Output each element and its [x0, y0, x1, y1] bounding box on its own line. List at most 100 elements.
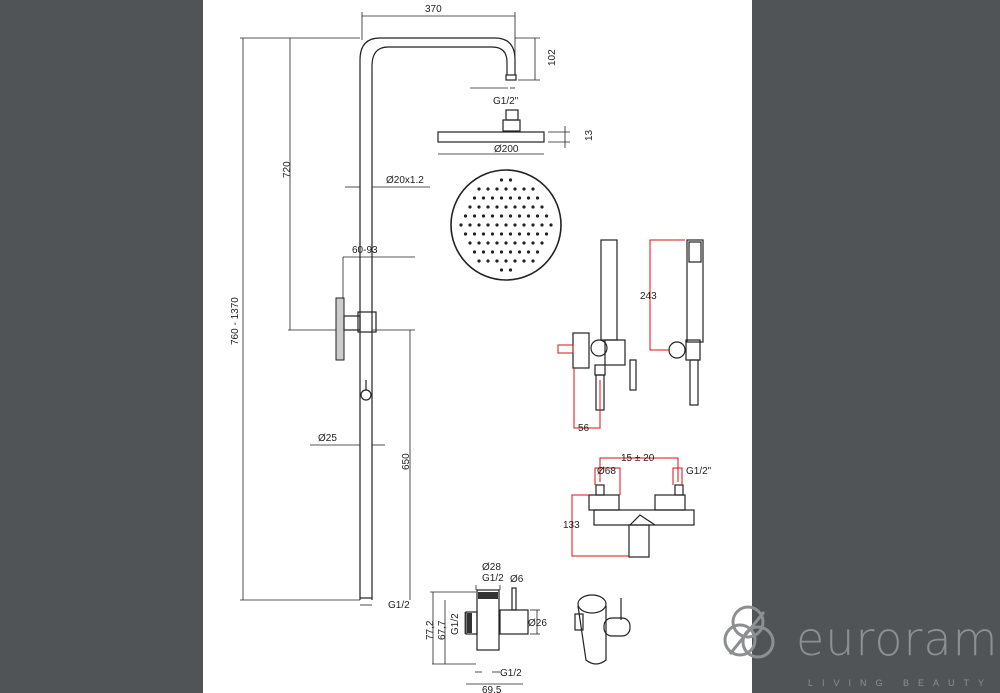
- label-77-2: 77,2: [425, 620, 436, 640]
- nozzle-dot: [499, 178, 504, 182]
- label-head-diameter: Ø200: [494, 144, 519, 155]
- document-page: 370 102 G1/2" 13 Ø200 760 - 1370 720 Ø20…: [203, 0, 752, 693]
- nozzle-dot: [499, 232, 504, 236]
- label-370: 370: [425, 4, 442, 15]
- label-720: 720: [282, 161, 293, 178]
- nozzle-dot: [499, 250, 504, 254]
- dim-arm-width: 370: [361, 4, 516, 75]
- label-div-bottom-thread: G1/2: [500, 668, 522, 679]
- nozzle-dot: [526, 214, 531, 218]
- nozzle-dot: [463, 232, 468, 236]
- shower-head-side: [437, 109, 570, 155]
- nozzle-dot: [540, 241, 544, 245]
- nozzle-dot: [513, 259, 517, 263]
- nozzle-dot: [517, 196, 522, 200]
- nozzle-dot: [495, 259, 499, 263]
- thermostatic-mixer: [588, 484, 695, 558]
- nozzle-dot: [513, 223, 517, 227]
- nozzle-dot: [522, 187, 526, 191]
- nozzle-dot: [531, 187, 535, 191]
- nozzle-dot: [472, 214, 477, 218]
- nozzle-dot: [495, 241, 499, 245]
- nozzle-dot: [499, 196, 504, 200]
- nozzle-dot: [477, 241, 481, 245]
- label-102: 102: [547, 49, 558, 66]
- nozzle-dot: [522, 241, 526, 245]
- nozzle-dot: [472, 250, 477, 254]
- label-lower-pipe: Ø25: [318, 433, 337, 444]
- nozzle-dot: [508, 250, 513, 254]
- nozzle-dot: [486, 259, 490, 263]
- nozzle-dot: [522, 205, 526, 209]
- hand-shower-side: [557, 239, 637, 411]
- nozzle-dot: [544, 214, 549, 218]
- nozzle-dot: [522, 223, 526, 227]
- nozzle-dot: [463, 214, 468, 218]
- nozzle-dot: [459, 223, 463, 227]
- label-69-5: 69,5: [482, 685, 502, 693]
- nozzle-dot: [504, 241, 508, 245]
- label-div-top-thread: G1/2: [482, 573, 504, 584]
- nozzle-dot: [517, 250, 522, 254]
- nozzle-dot: [477, 205, 481, 209]
- nozzle-dot: [495, 223, 499, 227]
- nozzle-dot: [481, 232, 486, 236]
- nozzle-dot: [508, 268, 513, 272]
- nozzle-dot: [526, 250, 531, 254]
- label-133: 133: [563, 520, 580, 531]
- label-spacing: 15 ± 20: [621, 453, 655, 464]
- label-650: 650: [401, 453, 412, 470]
- nozzle-dot: [468, 205, 472, 209]
- nozzle-dot: [486, 205, 490, 209]
- nozzle-dot: [531, 205, 535, 209]
- nozzle-dot: [526, 196, 531, 200]
- label-28: Ø28: [482, 562, 501, 573]
- shower-head-top-view: [450, 169, 562, 281]
- label-243: 243: [640, 291, 657, 302]
- nozzle-dot: [504, 187, 508, 191]
- nozzle-dot: [508, 214, 513, 218]
- nozzle-dot: [513, 205, 517, 209]
- label-mixer-thread: G1/2": [686, 466, 712, 477]
- nozzle-dot: [513, 241, 517, 245]
- nozzle-dot: [481, 250, 486, 254]
- nozzle-dot: [522, 259, 526, 263]
- nozzle-dot: [486, 241, 490, 245]
- label-13: 13: [584, 129, 595, 141]
- diverter-drawing: [430, 585, 540, 685]
- nozzle-dot: [468, 223, 472, 227]
- label-56: 56: [578, 423, 590, 434]
- nozzle-dot: [490, 214, 495, 218]
- nozzle-dot: [472, 196, 477, 200]
- nozzle-dot: [531, 259, 535, 263]
- label-6: Ø6: [510, 574, 524, 585]
- nozzle-dot: [508, 178, 513, 182]
- diverter-3d-view: [574, 594, 631, 665]
- nozzle-dot: [504, 205, 508, 209]
- nozzle-dot: [535, 214, 540, 218]
- nozzle-dot: [535, 196, 540, 200]
- nozzle-dot: [486, 223, 490, 227]
- nozzle-dot: [490, 250, 495, 254]
- nozzle-dot: [495, 187, 499, 191]
- nozzle-dot: [535, 232, 540, 236]
- label-67-7: 67,7: [437, 620, 448, 640]
- riser-pipe: [359, 37, 517, 600]
- nozzle-dot: [495, 205, 499, 209]
- nozzle-dot: [517, 214, 522, 218]
- nozzle-dot: [486, 187, 490, 191]
- nozzle-dot: [481, 196, 486, 200]
- nozzle-dot: [540, 205, 544, 209]
- nozzle-dot: [490, 196, 495, 200]
- label-head-thread: G1/2": [493, 96, 519, 107]
- nozzle-dot: [499, 214, 504, 218]
- nozzle-dot: [477, 223, 481, 227]
- nozzle-dot: [504, 259, 508, 263]
- nozzle-dot: [504, 223, 508, 227]
- nozzle-dot: [517, 232, 522, 236]
- technical-drawing: 370 102 G1/2" 13 Ø200 760 - 1370 720 Ø20…: [230, 4, 712, 693]
- nozzle-dot: [477, 187, 481, 191]
- label-total-height: 760 - 1370: [230, 297, 241, 345]
- nozzle-dot: [549, 223, 553, 227]
- nozzle-dot: [508, 232, 513, 236]
